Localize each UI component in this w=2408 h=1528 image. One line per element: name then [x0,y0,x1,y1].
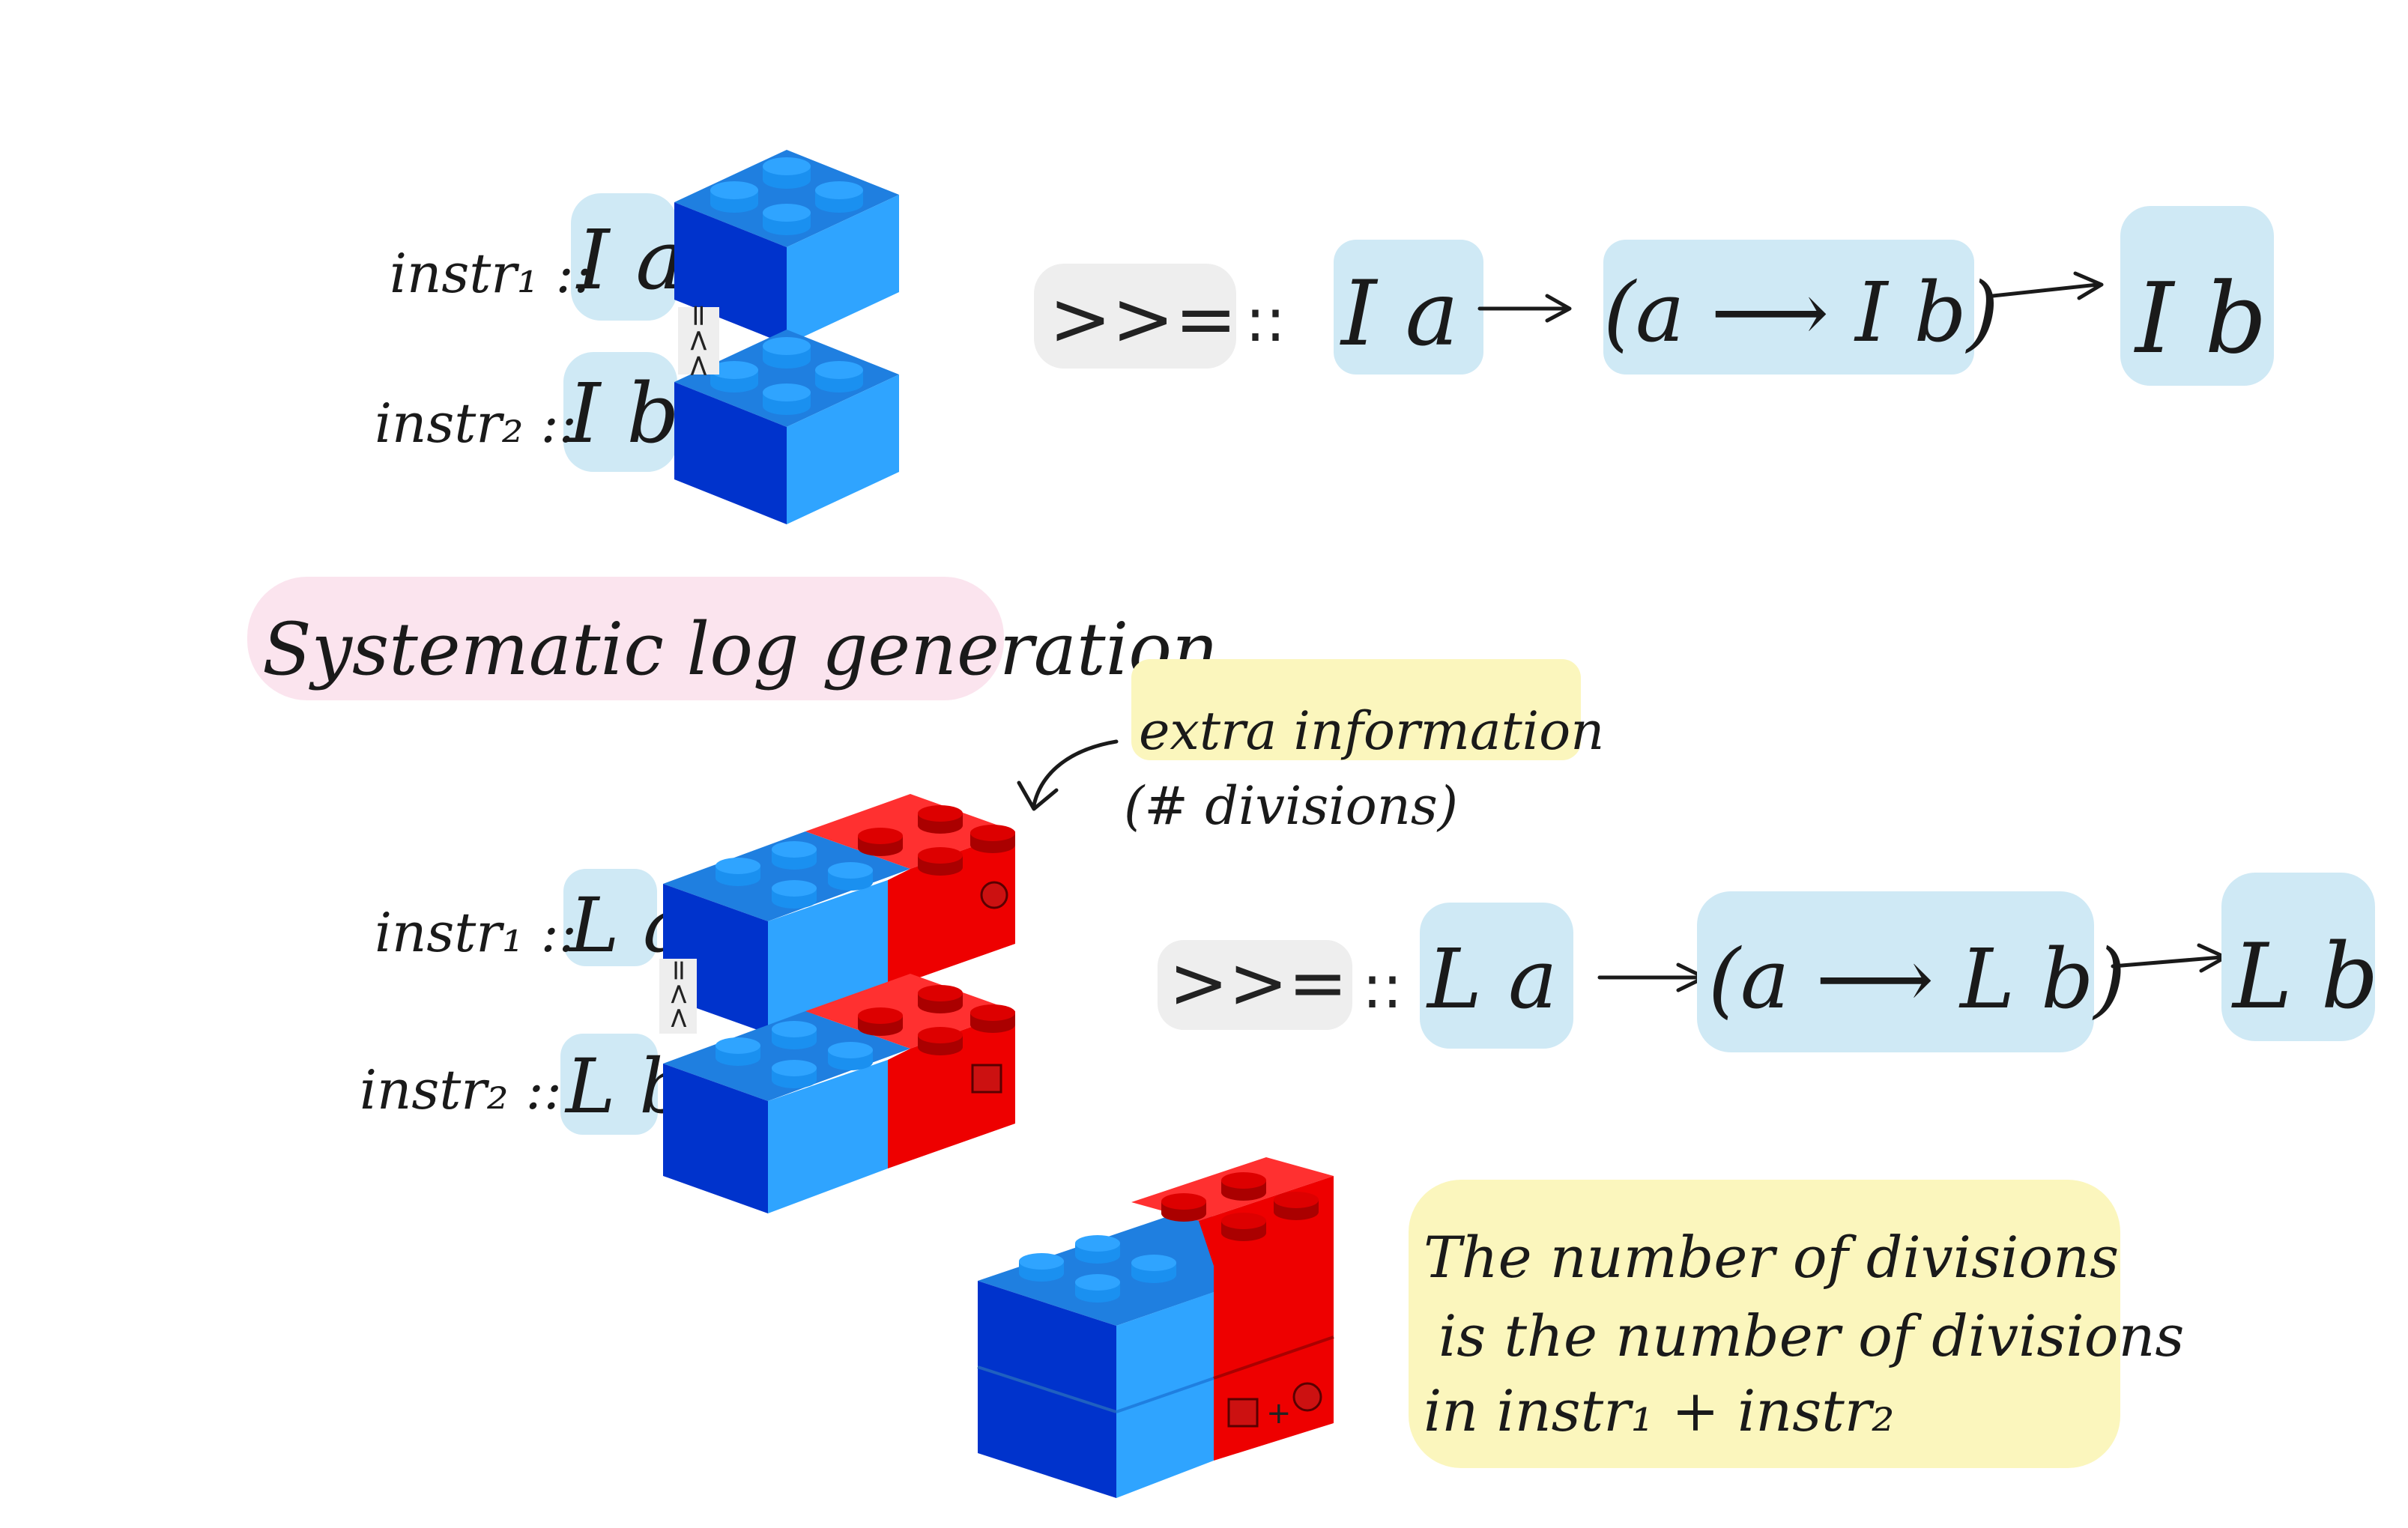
sig-a: I a [1340,262,1459,366]
instr2-label-l: instr₂ :: [360,1058,562,1121]
instr1-label-l: instr₁ :: [375,901,577,964]
arrow-2-l [2111,943,2227,973]
sig-result: I b [2134,261,2267,375]
instr1-type-highlight-l [563,869,657,966]
bind-mark-vertical-l: >>= [662,958,695,1030]
instr1-type-highlight [571,193,677,321]
instr2-type-highlight [563,352,677,472]
section-title: Systematic log generation [262,607,1218,691]
note-line2: is the number of divisions [1439,1303,2184,1369]
sig-result-highlight [2120,206,2274,386]
extra-info-line2: (# divisions) [1124,775,1458,837]
instr2-type-highlight-l [560,1034,658,1135]
note-highlight [1409,1180,2120,1468]
instr1-label: instr₁ :: [390,242,592,305]
note-line3: in instr₁ + instr₂ [1424,1377,1895,1444]
bottom-section: extra information (# divisions) instr₁ :… [360,659,2379,1213]
note-group: The number of divisions is the number of… [1409,1180,2184,1468]
sig-func-highlight [1603,240,1974,375]
sig-separator-l: :: [1362,952,1403,1022]
extra-info-arrow [1017,739,1119,811]
sig-a-highlight [1334,240,1483,375]
combined-brick-group: + [977,1157,1334,1498]
instr2-label: instr₂ :: [375,392,577,455]
sig-separator: :: [1245,285,1286,355]
sig-func-highlight-l [1697,891,2094,1052]
instr2-type: I b [566,366,680,461]
sig-result-l: L b [2231,925,2379,1029]
note-line1: The number of divisions [1424,1224,2119,1291]
sig-func-l: (a ⟶ L b) [1708,931,2126,1027]
section-title-highlight [247,577,1004,700]
extra-info-line1: extra information [1139,700,1604,762]
sig-func: (a ⟶ I b) [1603,264,1999,360]
combined-circle-marker [1292,1382,1322,1412]
bind-op-highlight-l [1158,940,1352,1030]
instr1-type: I a [575,212,685,308]
extra-info-highlight [1131,659,1581,760]
sig-result-highlight-l [2221,873,2375,1041]
sig-a-highlight-l [1420,903,1573,1049]
arrow-1 [1477,294,1572,323]
bind-op-l: >>= [1169,942,1348,1025]
sig-a-l: L a [1426,931,1558,1027]
arrow-2 [1991,271,2104,300]
arrow-1-l [1597,962,1707,992]
bind-mark-highlight-l [659,959,697,1034]
bind-mark-highlight [678,307,719,375]
division-square-marker [971,1064,1002,1094]
top-section: instr₁ :: I a instr₂ :: I b >>= >>= :: I… [375,150,2274,524]
combined-plus: + [1266,1396,1292,1431]
bind-op-highlight [1034,264,1236,369]
combined-square-marker [1227,1398,1259,1428]
division-circle-marker [980,881,1008,909]
bind-mark-vertical: >>= [681,303,716,378]
section-title-group: Systematic log generation [247,577,1218,700]
bind-op: >>= [1049,275,1237,363]
